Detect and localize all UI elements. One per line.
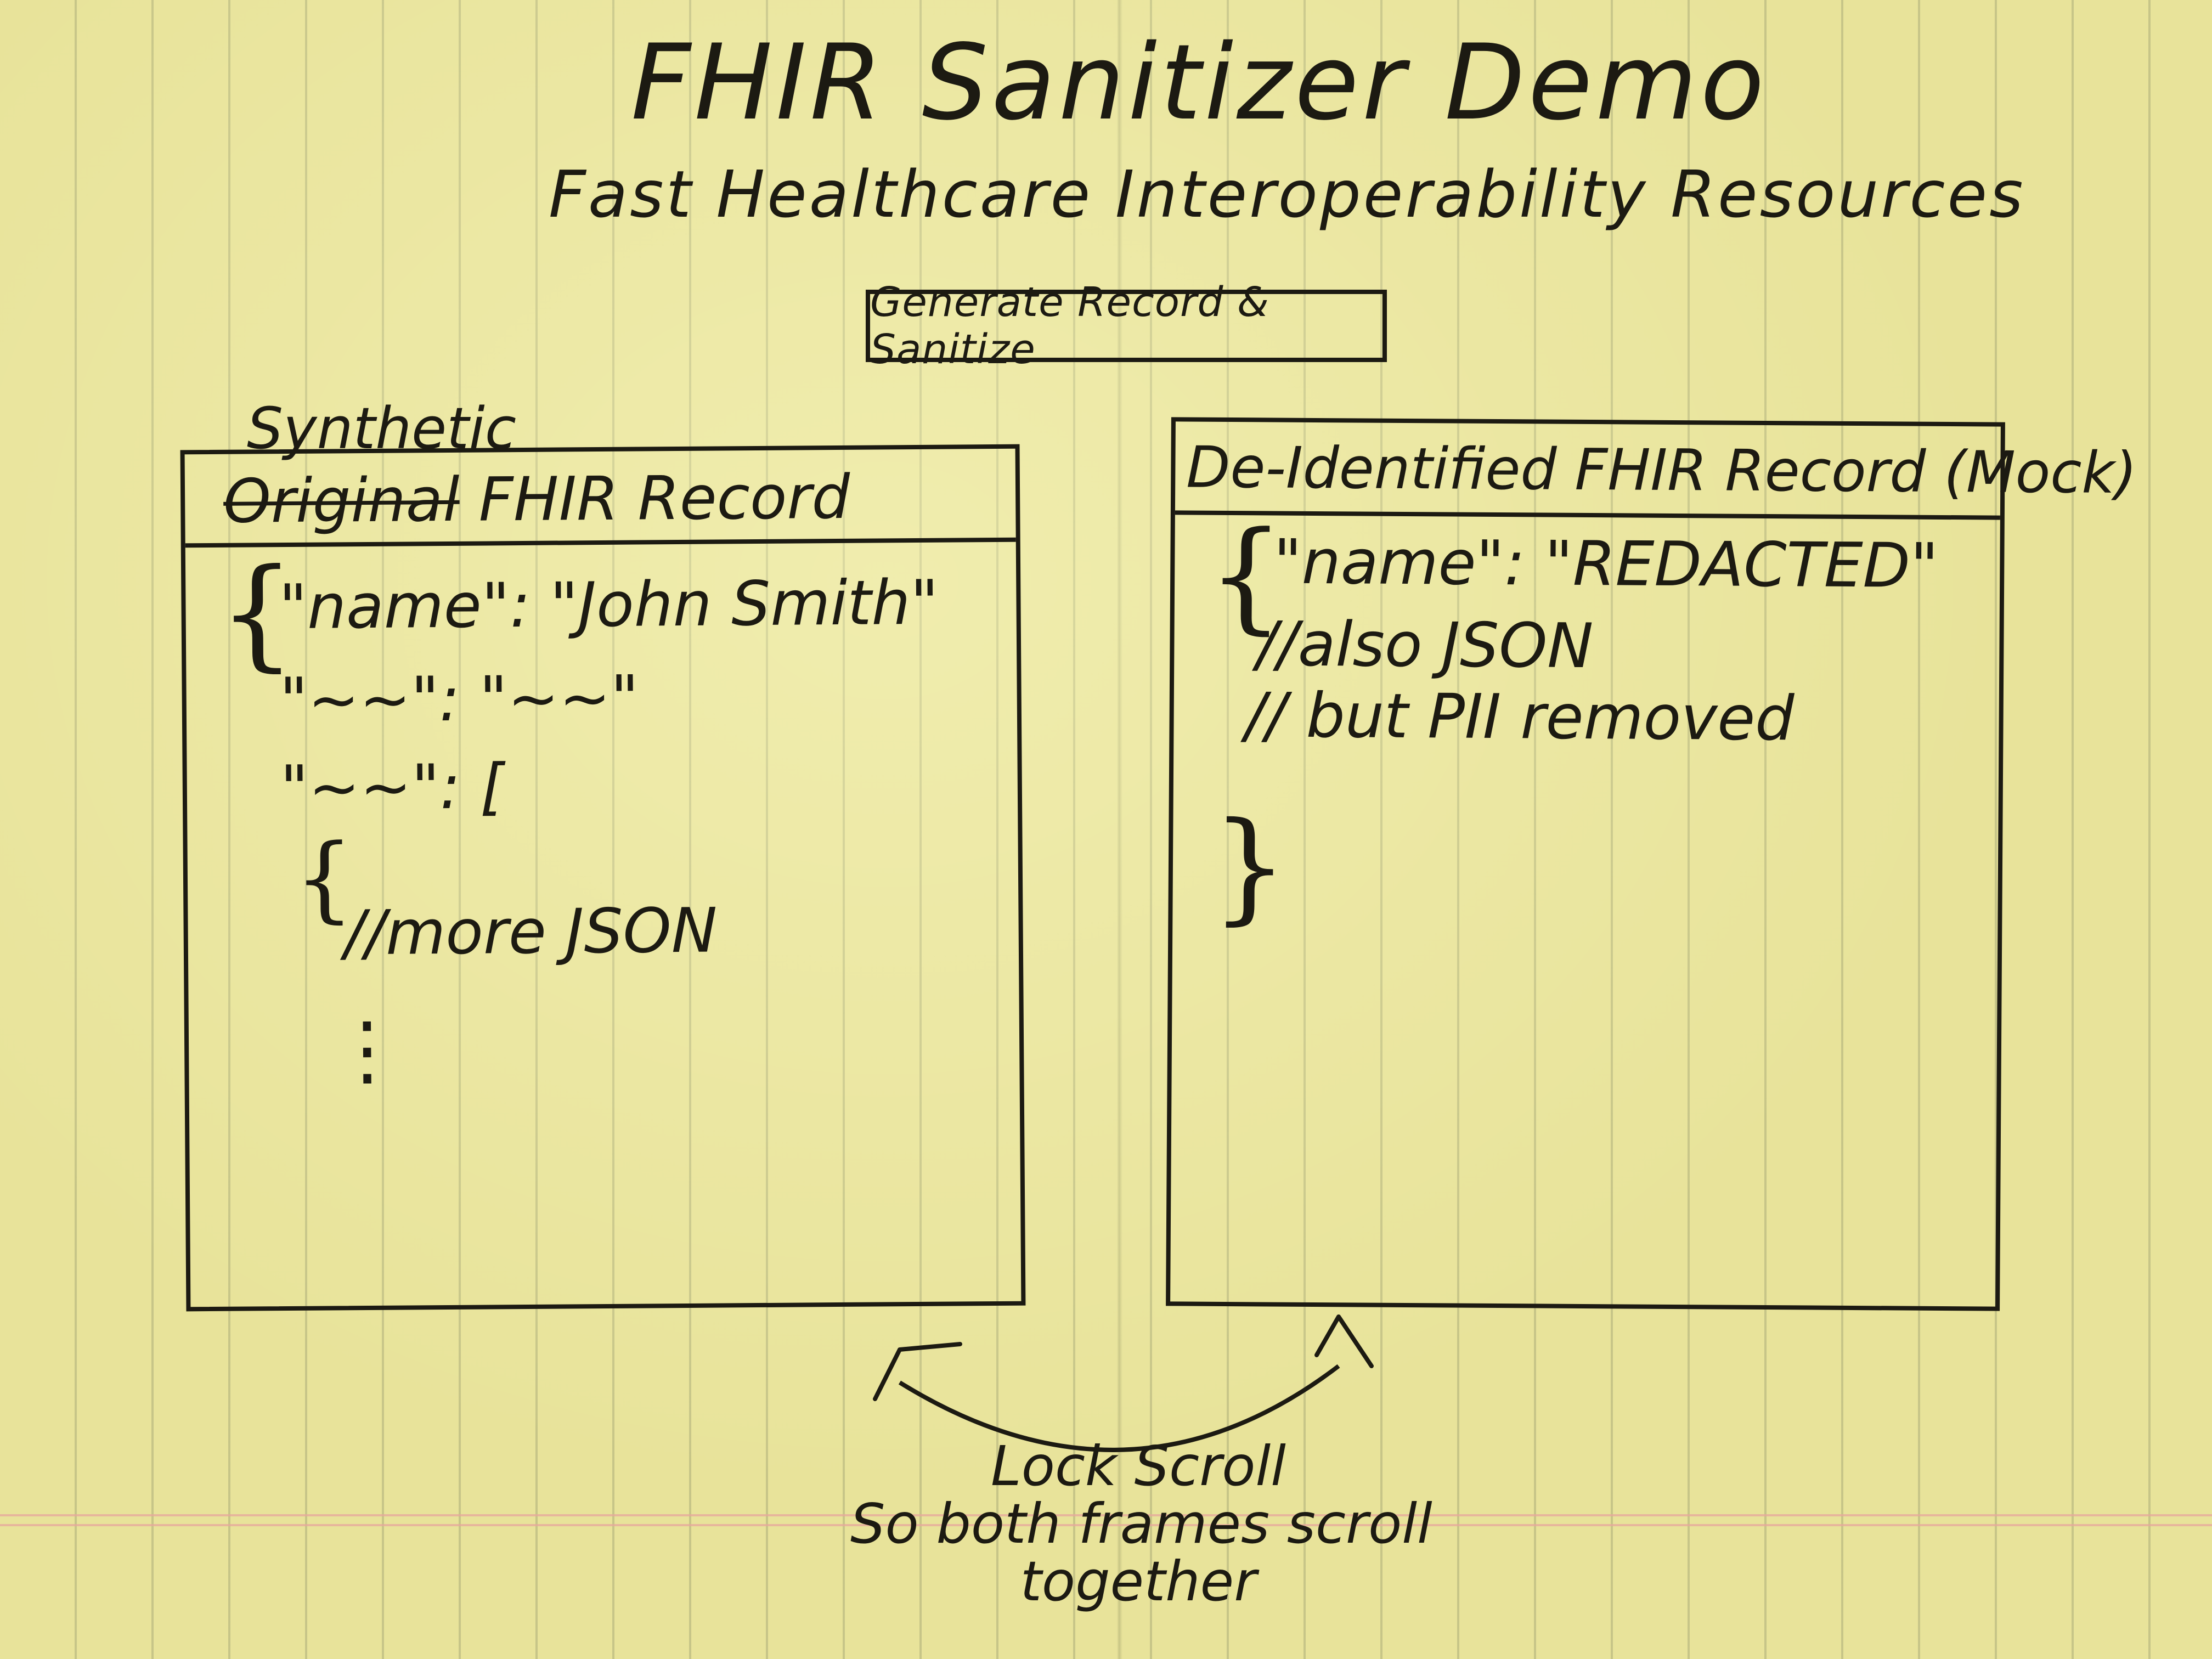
deidentified-record-panel[interactable]: De-Identified FHIR Record (Mock) { "name… [1166, 417, 2137, 1311]
lock-scroll-note: Lock Scroll So both frames scroll togeth… [850, 1434, 1432, 1613]
margin-line [0, 1514, 2212, 1516]
page-title: FHIR Sanitizer Demo [631, 22, 1768, 143]
code-comment: // but PII removed [1245, 680, 1795, 755]
struck-original-label: Original [223, 464, 460, 537]
close-brace: } [1211, 795, 1289, 937]
generate-sanitize-button[interactable]: Generate Record & Sanitize [866, 279, 1387, 373]
original-record-panel[interactable]: Original FHIR Record { "name": "John Smi… [180, 444, 1026, 1312]
margin-line [0, 1524, 2212, 1526]
deidentified-panel-header: De-Identified FHIR Record (Mock) [1175, 421, 2137, 520]
deidentified-panel-title: De-Identified FHIR Record (Mock) [1186, 433, 2137, 507]
vertical-ellipsis: ⋮ [328, 1005, 406, 1096]
lock-scroll-desc-2: together [1020, 1549, 1257, 1613]
original-title-rest: FHIR Record [459, 461, 850, 535]
synthetic-annotation: Synthetic [247, 395, 517, 462]
deidentified-record-body[interactable]: { "name": "REDACTED" //also JSON // but … [1170, 515, 2000, 1306]
lock-scroll-label: Lock Scroll [991, 1434, 1286, 1498]
code-comment: //also JSON [1256, 608, 1594, 682]
lock-scroll-arrow-icon [873, 1314, 1374, 1452]
code-line: "name": "John Smith" [279, 567, 939, 644]
code-line: "~~": "~~" [279, 662, 639, 737]
page-subtitle: Fast Healthcare Interoperability Resourc… [549, 156, 2025, 232]
code-line: "name": "REDACTED" [1273, 526, 1939, 602]
original-panel-header: Original FHIR Record [184, 448, 1016, 548]
original-record-body[interactable]: { "name": "John Smith" "~~": "~~" "~~": … [185, 542, 1022, 1307]
code-comment: //more JSON [344, 895, 718, 969]
lock-scroll-desc: So both frames scroll [850, 1492, 1432, 1556]
original-panel-title: Original FHIR Record [223, 462, 850, 537]
code-line: "~~": [ [280, 751, 505, 825]
